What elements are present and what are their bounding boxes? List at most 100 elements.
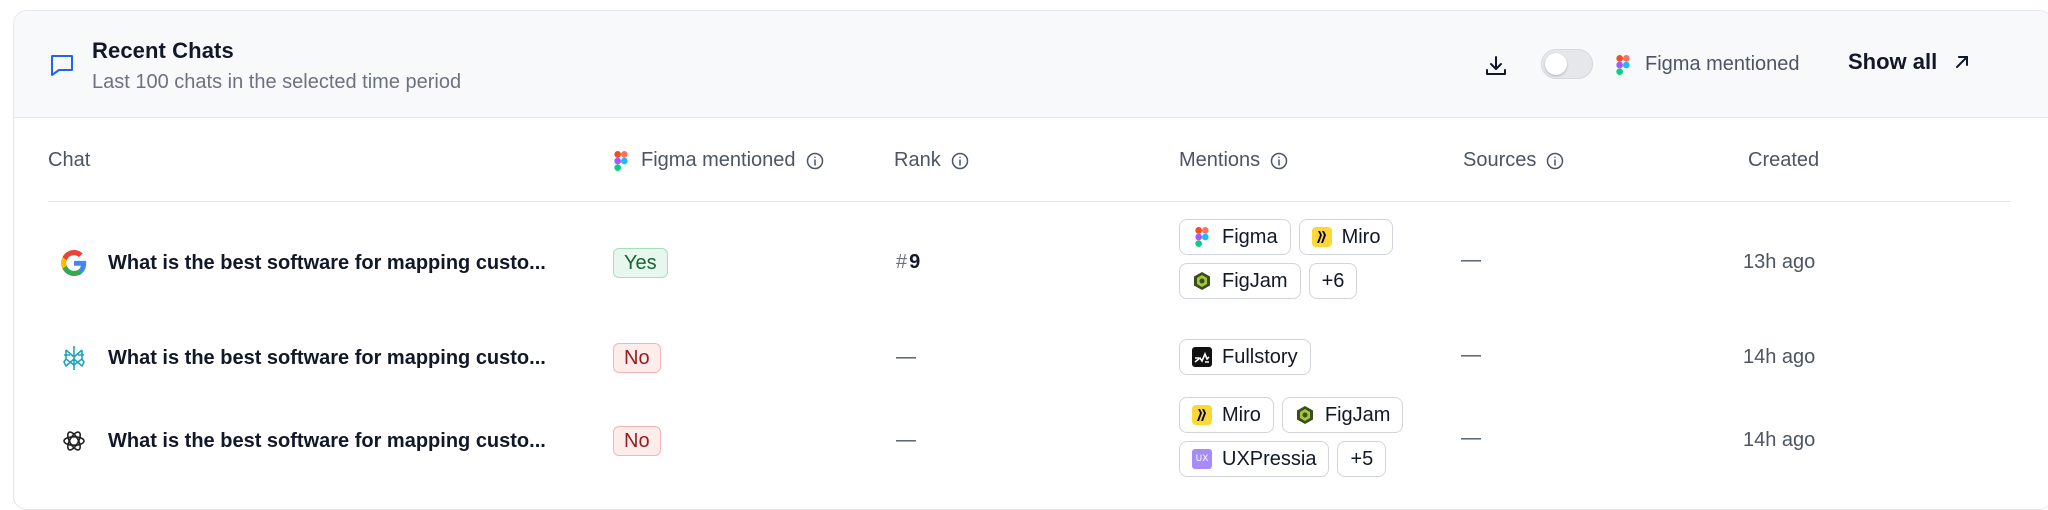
arrow-up-right-icon [1956,56,1969,68]
table-row[interactable]: What is the best software for mapping cu… [48,328,2011,388]
rank-cell: #9 [896,251,920,274]
mention-label: UXPressia [1222,447,1317,470]
download-button[interactable] [1479,49,1513,83]
column-header-rank: Rank [894,149,969,172]
figma-mentioned-toggle[interactable] [1541,49,1593,79]
figma-mentioned-cell: No [613,426,661,456]
info-icon[interactable] [1546,152,1564,170]
chatgpt-icon [58,425,90,457]
rank-cell: — [896,429,916,452]
mention-label: FigJam [1324,403,1391,426]
miro-logo-icon [1192,405,1212,425]
created-time: 14h ago [1743,429,1816,451]
panel-subtitle: Last 100 chats in the selected time peri… [92,71,462,93]
mentions-cell: Miro FigJam UX UXPressia +5 [1179,397,1459,477]
status-badge-no: No [613,343,661,373]
info-icon[interactable] [806,152,824,170]
chat-cell: What is the best software for mapping cu… [58,425,546,457]
mention-label: FigJam [1222,269,1288,292]
created-time: 13h ago [1743,251,1816,273]
mention-label: Fullstory [1222,345,1298,368]
mentions-cell: Fullstory [1179,339,1449,375]
created-cell: 14h ago [1743,346,1815,369]
rank-number: 9 [909,251,921,273]
created-cell: 14h ago [1743,429,1815,452]
chat-title[interactable]: What is the best software for mapping cu… [108,251,546,274]
sources-value: — [1461,249,1481,271]
mention-label: Figma [1222,225,1278,248]
info-icon[interactable] [951,152,969,170]
mentions-list: Fullstory [1179,339,1449,375]
mention-more-badge[interactable]: +6 [1308,263,1358,299]
sources-value: — [1461,344,1481,366]
uxpressia-logo-icon: UX [1192,449,1212,469]
show-all-label: Show all [1848,49,1938,74]
figma-logo-icon [1613,54,1633,75]
rank-value: — [896,346,916,368]
sources-cell: — [1461,249,1481,272]
mentions-list: Figma Miro FigJam +6 [1179,219,1449,299]
recent-chats-panel: Recent Chats Last 100 chats in the selec… [13,10,2048,510]
figma-logo-icon [1192,227,1212,247]
figma-mentioned-label: Figma mentioned [1645,53,1800,75]
figjam-logo-icon [1192,271,1212,291]
mentions-cell: Figma Miro FigJam +6 [1179,219,1449,299]
figjam-logo-icon [1295,405,1315,425]
rank-hash: # [896,251,908,273]
column-label: Created [1748,149,1820,171]
rank-value: — [896,429,916,451]
panel-header: Recent Chats Last 100 chats in the selec… [14,11,2048,118]
table-row[interactable]: What is the best software for mapping cu… [48,213,2011,313]
show-all-button[interactable]: Show all [1848,49,1971,75]
mention-tag-figjam[interactable]: FigJam [1281,397,1404,433]
chat-cell: What is the best software for mapping cu… [58,247,546,279]
chat-title[interactable]: What is the best software for mapping cu… [108,346,546,369]
download-icon [1486,56,1506,75]
chat-cell: What is the best software for mapping cu… [58,342,546,374]
sources-cell: — [1461,344,1481,367]
column-label: Mentions [1179,149,1261,171]
column-label: Chat [48,149,91,171]
created-cell: 13h ago [1743,251,1815,274]
mention-more-badge[interactable]: +5 [1337,441,1387,477]
status-badge-yes: Yes [613,248,668,278]
mentions-list: Miro FigJam UX UXPressia +5 [1179,397,1459,477]
figma-mentioned-cell: No [613,343,661,373]
created-time: 14h ago [1743,346,1816,368]
column-header-created: Created [1748,149,1819,172]
chat-title[interactable]: What is the best software for mapping cu… [108,429,546,452]
fullstory-logo-icon [1192,347,1212,367]
column-label: Sources [1463,149,1537,171]
column-header-mentions: Mentions [1179,149,1288,172]
column-header-chat: Chat [48,149,90,172]
sources-cell: — [1461,427,1481,450]
mention-tag-uxpressia[interactable]: UX UXPressia [1179,441,1330,477]
rank-value: #9 [896,251,920,274]
mention-tag-miro[interactable]: Miro [1179,397,1274,433]
chat-bubble-icon [48,51,76,79]
sources-value: — [1461,427,1481,449]
figma-logo-icon [611,150,631,171]
mention-tag-fullstory[interactable]: Fullstory [1179,339,1311,375]
toggle-knob [1545,53,1567,75]
column-header-figma-mentioned: Figma mentioned [611,149,824,172]
column-header-sources: Sources [1463,149,1564,172]
mention-label: Miro [1341,225,1381,248]
table-row[interactable]: What is the best software for mapping cu… [48,391,2011,491]
info-icon[interactable] [1270,152,1288,170]
miro-logo-icon [1311,227,1332,247]
table-header: Chat Figma mentioned Rank [48,118,2011,202]
column-label: Figma mentioned [641,149,796,171]
rank-cell: — [896,346,916,369]
status-badge-no: No [613,426,661,456]
mention-tag-figma[interactable]: Figma [1179,219,1291,255]
figma-mentioned-filter-label: Figma mentioned [1613,53,1800,76]
perplexity-icon [58,342,90,374]
chats-table: Chat Figma mentioned Rank [48,118,2011,477]
mention-tag-figjam[interactable]: FigJam [1179,263,1301,299]
column-label: Rank [894,149,941,171]
panel-title: Recent Chats [92,38,234,63]
google-icon [58,247,90,279]
figma-mentioned-cell: Yes [613,248,668,278]
mention-tag-miro[interactable]: Miro [1298,219,1394,255]
